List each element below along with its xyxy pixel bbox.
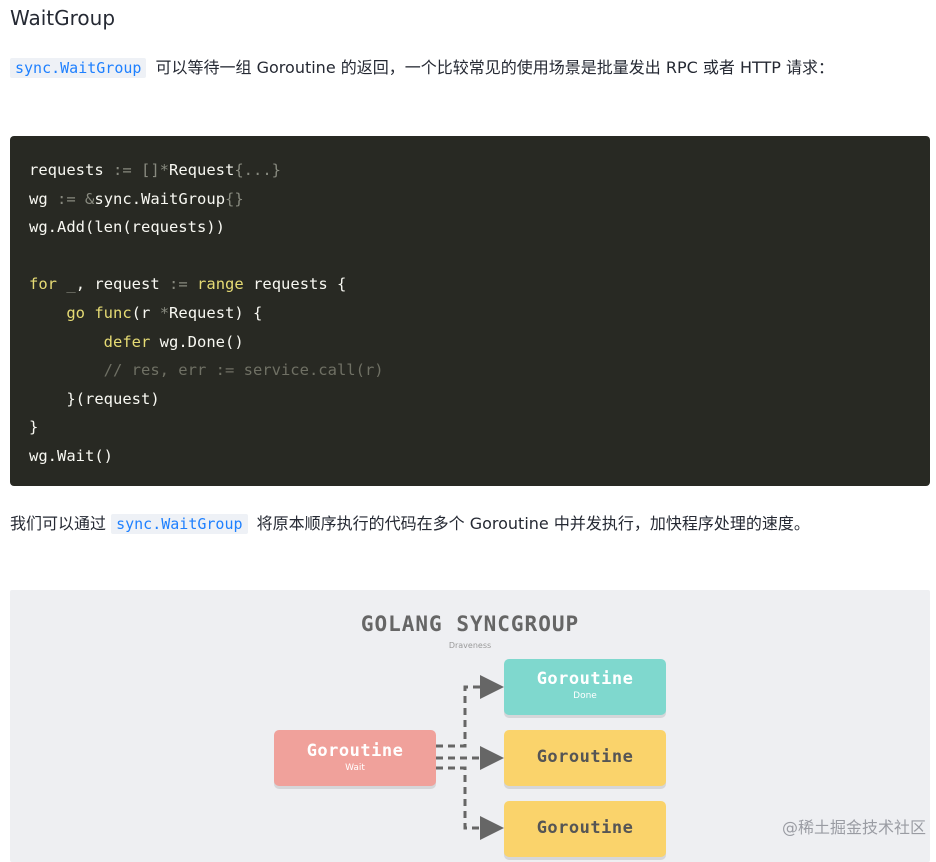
code-line-6: go func(r *Request) { [66, 303, 263, 322]
code-line-9: }(request) [66, 389, 160, 408]
bottom-label: Goroutine [536, 818, 634, 838]
source-goroutine: Goroutine Wait [274, 730, 436, 786]
code-block: requests := []*Request{...} wg := &sync.… [10, 136, 930, 486]
intro-paragraph: sync.WaitGroup 可以等待一组 Goroutine 的返回，一个比较… [10, 52, 926, 84]
done-label: Goroutine [536, 669, 634, 689]
done-sub: Done [573, 691, 597, 701]
arrows [436, 675, 504, 840]
bottom-goroutine: Goroutine [504, 801, 666, 857]
arrow-to-done [436, 675, 504, 748]
code-line-5: for _, request := range requests { [29, 275, 347, 294]
arrow-to-bottom [436, 766, 504, 840]
para2-text-1: 我们可以通过 [10, 514, 112, 533]
code-line-2: wg := &sync.WaitGroup{} [29, 189, 244, 208]
inline-code-2: sync.WaitGroup [111, 514, 248, 534]
code-line-3: wg.Add(len(requests)) [29, 218, 225, 237]
inline-code: sync.WaitGroup [10, 58, 147, 78]
code-line-11: wg.Wait() [29, 446, 113, 465]
intro-text: 可以等待一组 Goroutine 的返回，一个比较常见的使用场景是批量发出 RP… [150, 58, 834, 77]
done-goroutine: Goroutine Done [504, 659, 666, 715]
para2-text-2: 将原本顺序执行的代码在多个 Goroutine 中并发执行，加快程序处理的速度。 [251, 514, 810, 533]
watermark: @稀土掘金技术社区 [781, 818, 926, 837]
source-sub: Wait [345, 763, 365, 773]
waitgroup-diagram: GOLANG SYNCGROUP Draveness Goroutine Wai… [10, 590, 930, 862]
code-line-7: defer wg.Done() [103, 332, 244, 351]
diagram-subtitle: Draveness [448, 641, 492, 650]
source-label: Goroutine [306, 741, 404, 761]
diagram-title: GOLANG SYNCGROUP [360, 612, 580, 636]
code-line-10: } [29, 418, 39, 437]
code-line-1: requests := []*Request{...} [29, 161, 282, 179]
middle-label: Goroutine [536, 747, 634, 767]
code-content: requests := []*Request{...} wg := &sync.… [29, 156, 911, 471]
section-heading: WaitGroup [10, 6, 116, 30]
middle-goroutine: Goroutine [504, 730, 666, 786]
second-paragraph: 我们可以通过 sync.WaitGroup 将原本顺序执行的代码在多个 Goro… [10, 508, 926, 540]
code-line-8: // res, err := service.call(r) [103, 361, 384, 380]
